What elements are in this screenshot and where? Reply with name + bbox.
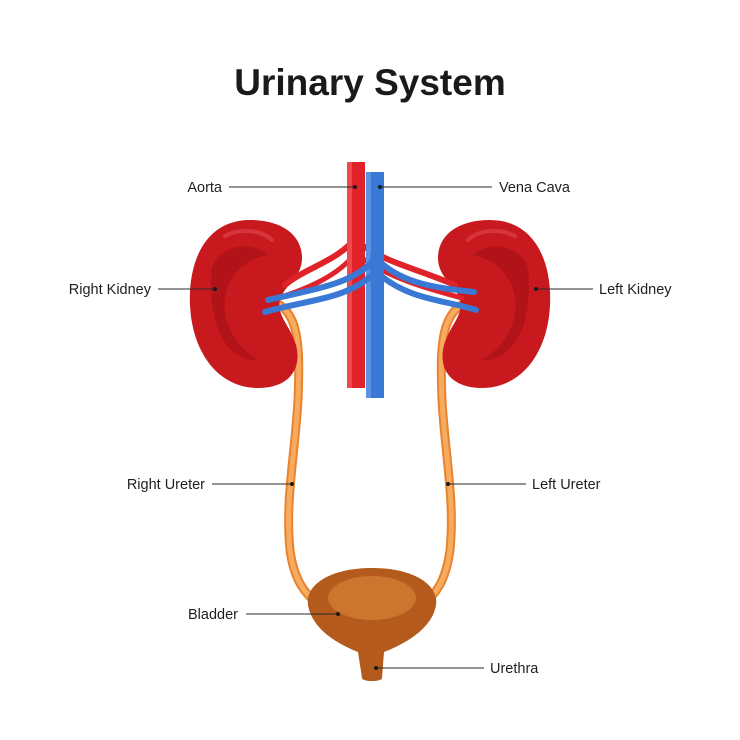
label-urethra: Urethra (490, 661, 539, 677)
label-left-kidney: Left Kidney (599, 282, 672, 298)
label-vena-cava: Vena Cava (499, 180, 571, 196)
label-right-ureter: Right Ureter (127, 477, 205, 493)
left-kidney (438, 220, 551, 388)
label-aorta: Aorta (187, 180, 223, 196)
label-left-ureter: Left Ureter (532, 477, 601, 493)
renal-veins (262, 246, 479, 315)
label-right-kidney: Right Kidney (69, 282, 152, 298)
diagram-title: Urinary System (234, 62, 505, 103)
right-kidney (189, 220, 302, 388)
left-ureter (417, 295, 477, 610)
label-leaders (158, 185, 593, 670)
label-bladder: Bladder (188, 607, 238, 623)
bladder (307, 568, 437, 681)
right-ureter (265, 295, 325, 610)
